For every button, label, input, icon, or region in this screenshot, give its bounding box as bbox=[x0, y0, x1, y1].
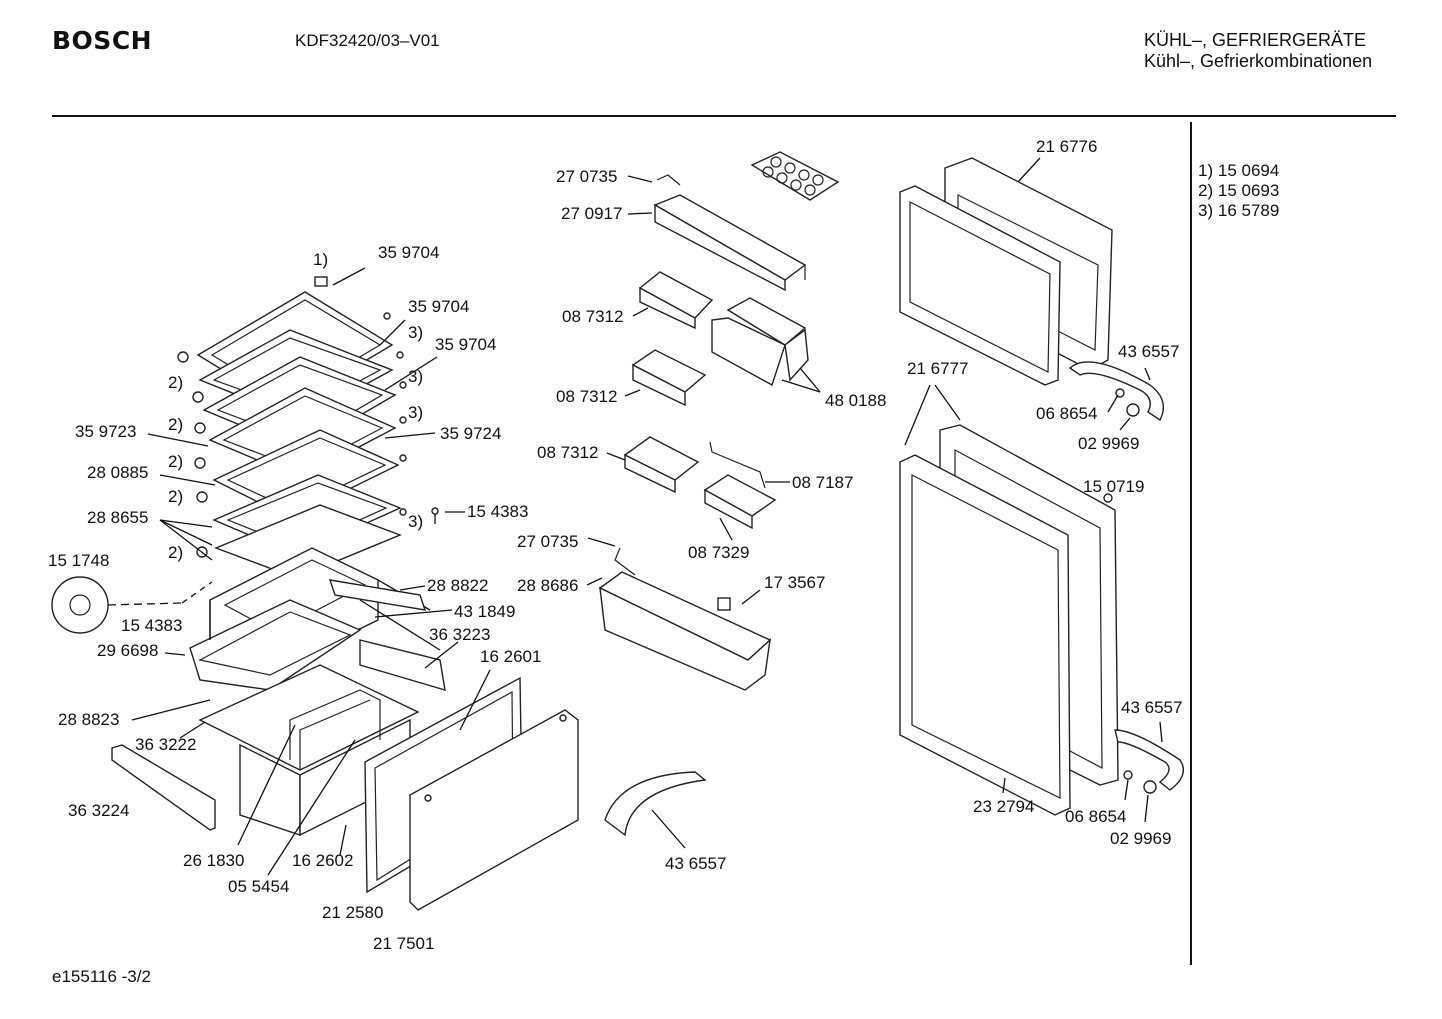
handle-upper bbox=[1068, 361, 1164, 422]
dairy-compartment bbox=[711, 297, 809, 387]
part-label: 15 0719 bbox=[1083, 477, 1144, 496]
part-label: 27 0917 bbox=[561, 204, 622, 223]
part-label: 15 1748 bbox=[48, 551, 109, 570]
small-bin-1 bbox=[638, 271, 714, 330]
part-label: 28 8822 bbox=[427, 576, 488, 595]
part-label: 21 6777 bbox=[907, 359, 968, 378]
callout-mark: 1) bbox=[313, 250, 328, 269]
part-label: 08 7187 bbox=[792, 473, 853, 492]
part-label: 28 8823 bbox=[58, 710, 119, 729]
part-label: 08 7312 bbox=[537, 443, 598, 462]
part-label: 28 8655 bbox=[87, 508, 148, 527]
part-label: 02 9969 bbox=[1078, 434, 1139, 453]
callout-mark: 3) bbox=[408, 323, 423, 342]
part-label: 23 2794 bbox=[973, 797, 1034, 816]
part-label: 35 9704 bbox=[378, 243, 439, 262]
handle-lower bbox=[1114, 729, 1184, 791]
brand-logo: BOSCH bbox=[52, 26, 153, 55]
part-label: 08 7329 bbox=[688, 543, 749, 562]
part-label: 36 3224 bbox=[68, 801, 129, 820]
part-label: 43 6557 bbox=[665, 854, 726, 873]
part-label: 06 8654 bbox=[1065, 807, 1126, 826]
small-bin-3 bbox=[623, 436, 700, 494]
part-label: 21 2580 bbox=[322, 903, 383, 922]
door-shelf-top bbox=[653, 174, 807, 292]
part-label: 29 6698 bbox=[97, 641, 158, 660]
door-handle-bottom bbox=[604, 771, 707, 837]
part-label: 08 7312 bbox=[562, 307, 623, 326]
part-label: 35 9704 bbox=[435, 335, 496, 354]
shelf-clip-icon bbox=[177, 276, 407, 558]
model-number: KDF32420/03–V01 bbox=[295, 31, 440, 50]
bottle-shelf bbox=[598, 547, 772, 691]
part-label: 28 8686 bbox=[517, 576, 578, 595]
part-label: 27 0735 bbox=[556, 167, 617, 186]
part-label: 06 8654 bbox=[1036, 404, 1097, 423]
part-label: 15 4383 bbox=[467, 502, 528, 521]
part-label: 26 1830 bbox=[183, 851, 244, 870]
small-bin-4 bbox=[703, 474, 777, 530]
part-label: 36 3223 bbox=[429, 625, 490, 644]
part-label: 16 2601 bbox=[480, 647, 541, 666]
category-title: KÜHL–, GEFRIERGERÄTE bbox=[1144, 30, 1367, 50]
vegetable-drawer bbox=[189, 547, 446, 691]
glass-shelf-7 bbox=[214, 504, 402, 579]
part-label: 05 5454 bbox=[228, 877, 289, 896]
leader-lines bbox=[131, 157, 1163, 876]
drawer-rail-left bbox=[111, 744, 216, 831]
part-label: 17 3567 bbox=[764, 573, 825, 592]
freezer-basket bbox=[198, 664, 420, 837]
part-label: 43 1849 bbox=[454, 602, 515, 621]
screw-icon bbox=[431, 507, 439, 524]
handle-cap-icon bbox=[1103, 388, 1157, 794]
part-label: 02 9969 bbox=[1110, 829, 1171, 848]
freezer-door-seal bbox=[899, 185, 1061, 386]
part-label: 43 6557 bbox=[1121, 698, 1182, 717]
part-label: 48 0188 bbox=[825, 391, 886, 410]
part-label: 36 3222 bbox=[135, 735, 196, 754]
callout-mark: 3) bbox=[408, 512, 423, 531]
small-bin-2 bbox=[631, 349, 707, 407]
part-label: 21 6776 bbox=[1036, 137, 1097, 156]
callout-mark: 3) bbox=[408, 403, 423, 422]
callout-mark: 2) bbox=[168, 373, 183, 392]
part-label: 35 9704 bbox=[408, 297, 469, 316]
part-label: 08 7312 bbox=[556, 387, 617, 406]
header-divider bbox=[52, 115, 1396, 117]
callout-mark: 2) bbox=[168, 415, 183, 434]
callout-mark: 2) bbox=[168, 487, 183, 506]
fridge-door-seal bbox=[899, 454, 1071, 816]
callout-mark: 3) bbox=[408, 367, 423, 386]
part-label: 35 9724 bbox=[440, 424, 501, 443]
part-label: 21 7501 bbox=[373, 934, 434, 953]
part-label: 35 9723 bbox=[75, 422, 136, 441]
document-id: e155116 -3/2 bbox=[52, 967, 151, 986]
freezer-door-panel bbox=[409, 709, 579, 911]
thermostat-knob bbox=[51, 576, 213, 634]
sidebar-divider bbox=[1190, 122, 1192, 965]
footnote-2: 2) 15 0693 bbox=[1198, 181, 1280, 200]
callout-mark: 2) bbox=[168, 452, 183, 471]
part-label: 28 0885 bbox=[87, 463, 148, 482]
part-label: 43 6557 bbox=[1118, 342, 1179, 361]
callout-mark: 2) bbox=[168, 543, 183, 562]
category-subtitle: Kühl–, Gefrierkombinationen bbox=[1144, 51, 1373, 71]
egg-tray bbox=[750, 151, 840, 201]
part-label: 27 0735 bbox=[517, 532, 578, 551]
part-label: 15 4383 bbox=[121, 616, 182, 635]
bottle-retainer bbox=[709, 441, 766, 489]
part-label: 16 2602 bbox=[292, 851, 353, 870]
footnote-3: 3) 16 5789 bbox=[1198, 201, 1280, 220]
footnote-1: 1) 15 0694 bbox=[1198, 161, 1280, 180]
